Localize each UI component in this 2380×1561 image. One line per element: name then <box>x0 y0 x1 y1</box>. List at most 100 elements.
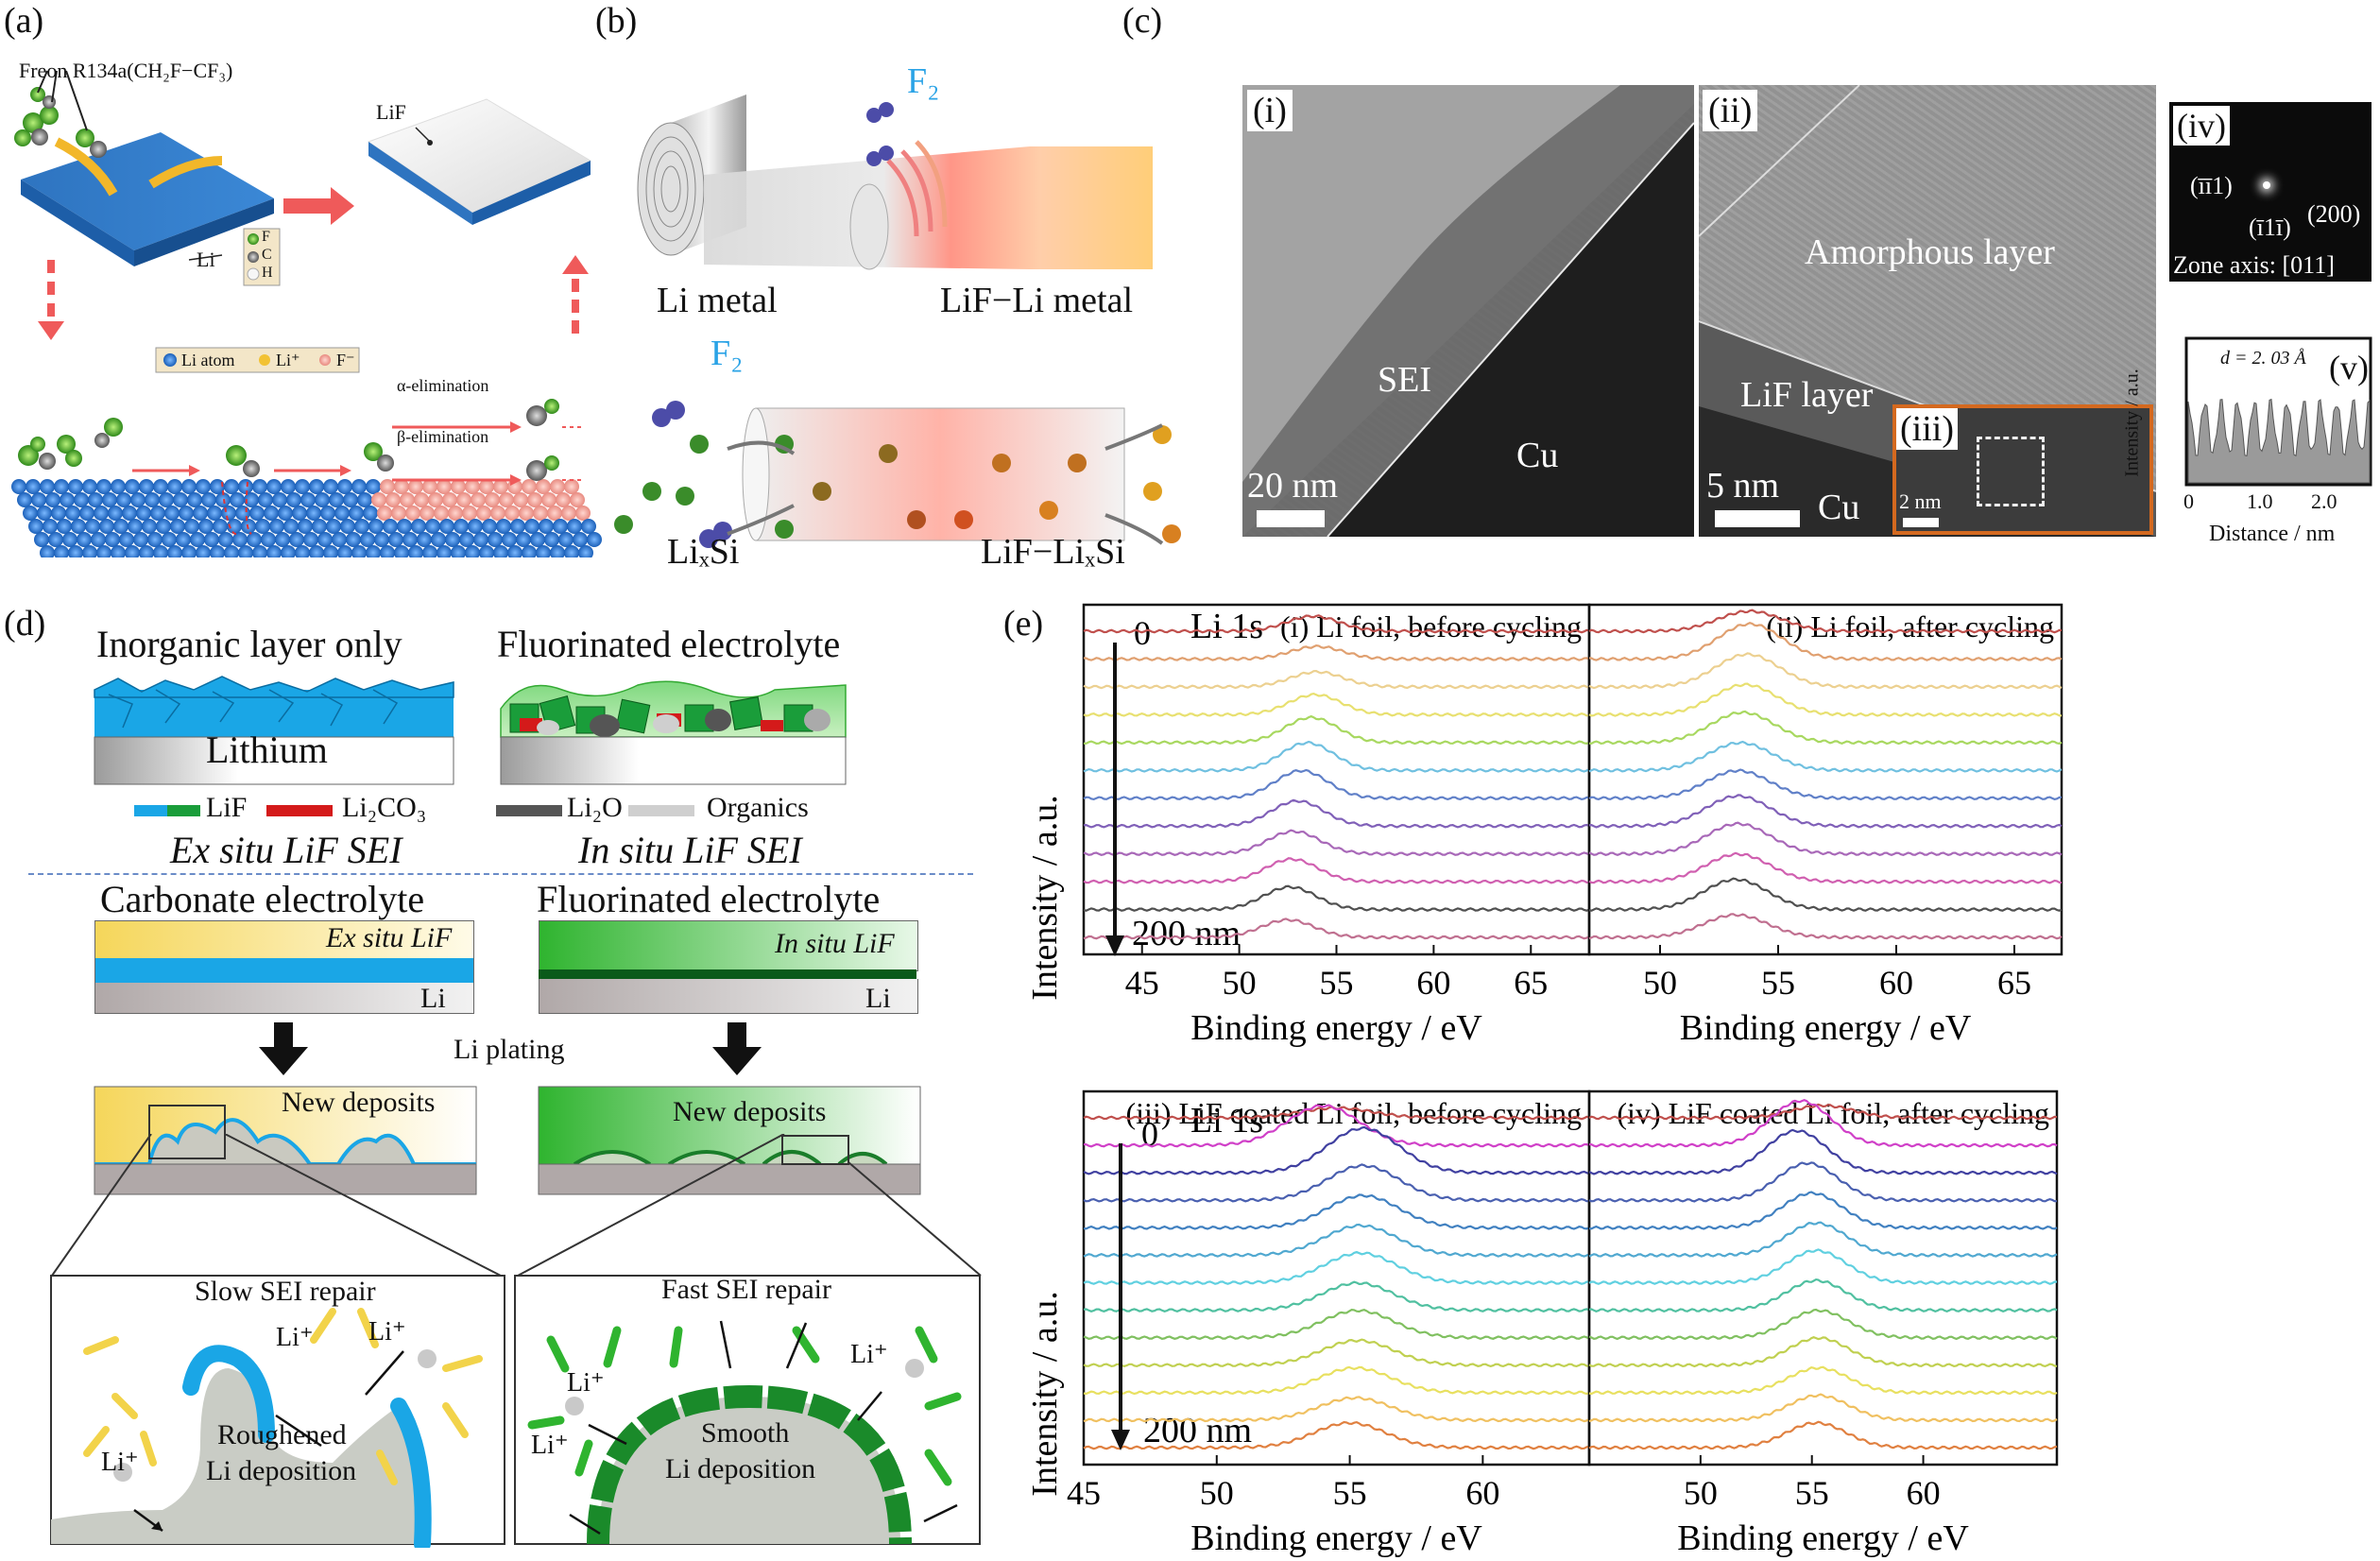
lattice-atom <box>164 506 180 521</box>
lattice-atom <box>383 519 398 534</box>
lattice-atom <box>153 545 168 558</box>
lattice-atom <box>221 506 236 521</box>
xps-series-line <box>1083 1250 1590 1285</box>
x-tick-label: 55 <box>1320 964 1354 1002</box>
lattice-atom <box>422 479 437 494</box>
label-iv: (iv) <box>2173 106 2230 146</box>
lattice-atom <box>431 532 446 547</box>
xps-charts: Intensity / a.u. Intensity / a.u. Li 1s … <box>1025 603 2063 1558</box>
fluorinated-title: Fluorinated electrolyte <box>497 623 841 665</box>
lattice-atom <box>536 479 551 494</box>
lattice-atom <box>193 506 208 521</box>
lattice-atom <box>145 492 160 507</box>
lattice-atom <box>337 545 352 558</box>
lattice-atom <box>462 506 477 521</box>
lattice-atom <box>417 532 432 547</box>
lattice-atom <box>479 479 494 494</box>
new-deposits-insitu <box>538 1086 921 1195</box>
x-tick-label: 60 <box>1416 964 1450 1002</box>
lattice-atom <box>85 519 100 534</box>
xps-series-line <box>1588 710 2063 746</box>
legend-c: C <box>262 247 272 263</box>
lattice-atom <box>553 519 568 534</box>
xps-series-line <box>1083 643 1590 661</box>
lattice-atom <box>479 545 494 558</box>
tem-image-i <box>1242 85 1694 537</box>
profile-tick-1: 1.0 <box>2247 489 2273 513</box>
inorganic-lif-layer <box>94 676 454 737</box>
lattice-atom <box>564 479 579 494</box>
lattice-atom <box>167 479 182 494</box>
lattice-atom <box>550 479 565 494</box>
lattice-atom <box>451 479 466 494</box>
alpha-elimination-label: α-elimination <box>397 376 489 395</box>
lattice-atom <box>561 506 576 521</box>
roughened-deposition-label: Li deposition <box>206 1455 357 1486</box>
lattice-atom <box>187 492 202 507</box>
inorganic-title: Inorganic layer only <box>96 623 402 665</box>
plot-title: (ii) Li foil, after cycling <box>1766 609 2054 643</box>
xps-series-line <box>1083 857 1590 884</box>
lattice-atom <box>113 519 128 534</box>
lattice-atom <box>122 506 137 521</box>
lattice-atom <box>530 532 545 547</box>
panel-b-illustration <box>614 94 1181 548</box>
lattice-atom <box>54 479 69 494</box>
lattice-atom <box>258 492 273 507</box>
xps-series-line <box>1083 614 1590 634</box>
lattice-atom <box>493 479 508 494</box>
lattice-atom <box>454 519 469 534</box>
lattice-atom <box>57 519 72 534</box>
xps-series-line <box>1083 1223 1590 1258</box>
lattice-atom <box>28 519 43 534</box>
smooth-label: Smooth <box>701 1417 790 1449</box>
lattice-atom <box>505 506 520 521</box>
lattice-atom <box>142 519 157 534</box>
lattice-atom <box>315 492 330 507</box>
xps-series-line <box>1083 1396 1590 1423</box>
lattice-atom <box>91 532 106 547</box>
xps-series-line <box>1588 1103 2058 1121</box>
lattice-atom <box>40 545 55 558</box>
lattice-atom <box>547 506 562 521</box>
profile-ylabel: Intensity / a.u. <box>2121 369 2143 477</box>
insitu-lif-label: In situ LiF <box>775 928 895 959</box>
lattice-atom <box>388 532 403 547</box>
miller-label-b: (ī1ī) <box>2249 214 2291 241</box>
zoom-lines <box>51 1134 982 1277</box>
lattice-atom <box>278 506 293 521</box>
lithium-lattice <box>11 479 602 558</box>
lattice-atom <box>210 479 225 494</box>
lattice-atom <box>564 545 579 558</box>
xps-series-line <box>1588 1161 2057 1203</box>
xps-series-line <box>1588 1336 2058 1368</box>
lattice-atom <box>510 519 525 534</box>
x-tick-label: 50 <box>1643 964 1677 1002</box>
x-tick-label: 60 <box>1879 964 1913 1002</box>
lattice-atom <box>190 532 205 547</box>
dashed-divider <box>28 873 973 875</box>
dashed-arrow-up <box>562 255 589 334</box>
fluorinated-electrolyte-title-2: Fluorinated electrolyte <box>537 878 881 920</box>
lattice-atom <box>184 519 199 534</box>
lattice-atom <box>170 519 185 534</box>
lattice-atom <box>196 545 211 558</box>
lattice-atom <box>468 519 483 534</box>
sei-schematics-top <box>94 676 847 785</box>
label-v: (v) <box>2329 349 2369 386</box>
lattice-atom <box>68 545 83 558</box>
panel-b-label: (b) <box>595 1 638 41</box>
miller-label-c: (200) <box>2307 200 2361 228</box>
lattice-atom <box>179 506 194 521</box>
lattice-atom <box>249 506 265 521</box>
lattice-atom <box>366 479 381 494</box>
lattice-atom <box>204 532 219 547</box>
x-tick-label: 65 <box>1514 964 1548 1002</box>
lattice-atom <box>323 479 338 494</box>
xps-series-line <box>1588 1099 2058 1148</box>
lattice-atom <box>351 479 367 494</box>
lattice-atom <box>252 479 267 494</box>
lattice-atom <box>198 519 214 534</box>
exsitu-sei-title: Ex situ LiF SEI <box>170 829 402 871</box>
lattice-atom <box>300 492 316 507</box>
